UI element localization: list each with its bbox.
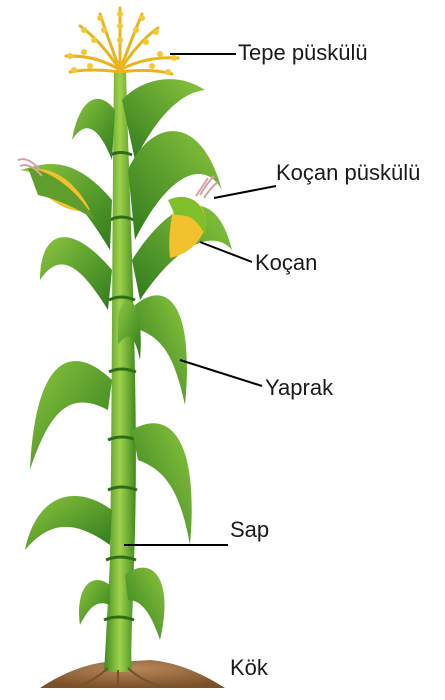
label-stem: Sap <box>230 519 269 541</box>
soil <box>40 660 225 688</box>
label-leaf: Yaprak <box>265 377 333 399</box>
label-silk: Koçan püskülü <box>276 162 420 184</box>
label-tassel: Tepe püskülü <box>238 42 368 64</box>
label-root: Kök <box>230 657 268 679</box>
label-ear: Koçan <box>255 252 317 274</box>
leader-leaf <box>180 360 262 386</box>
leader-silk <box>214 186 276 198</box>
leader-ear <box>200 242 252 262</box>
